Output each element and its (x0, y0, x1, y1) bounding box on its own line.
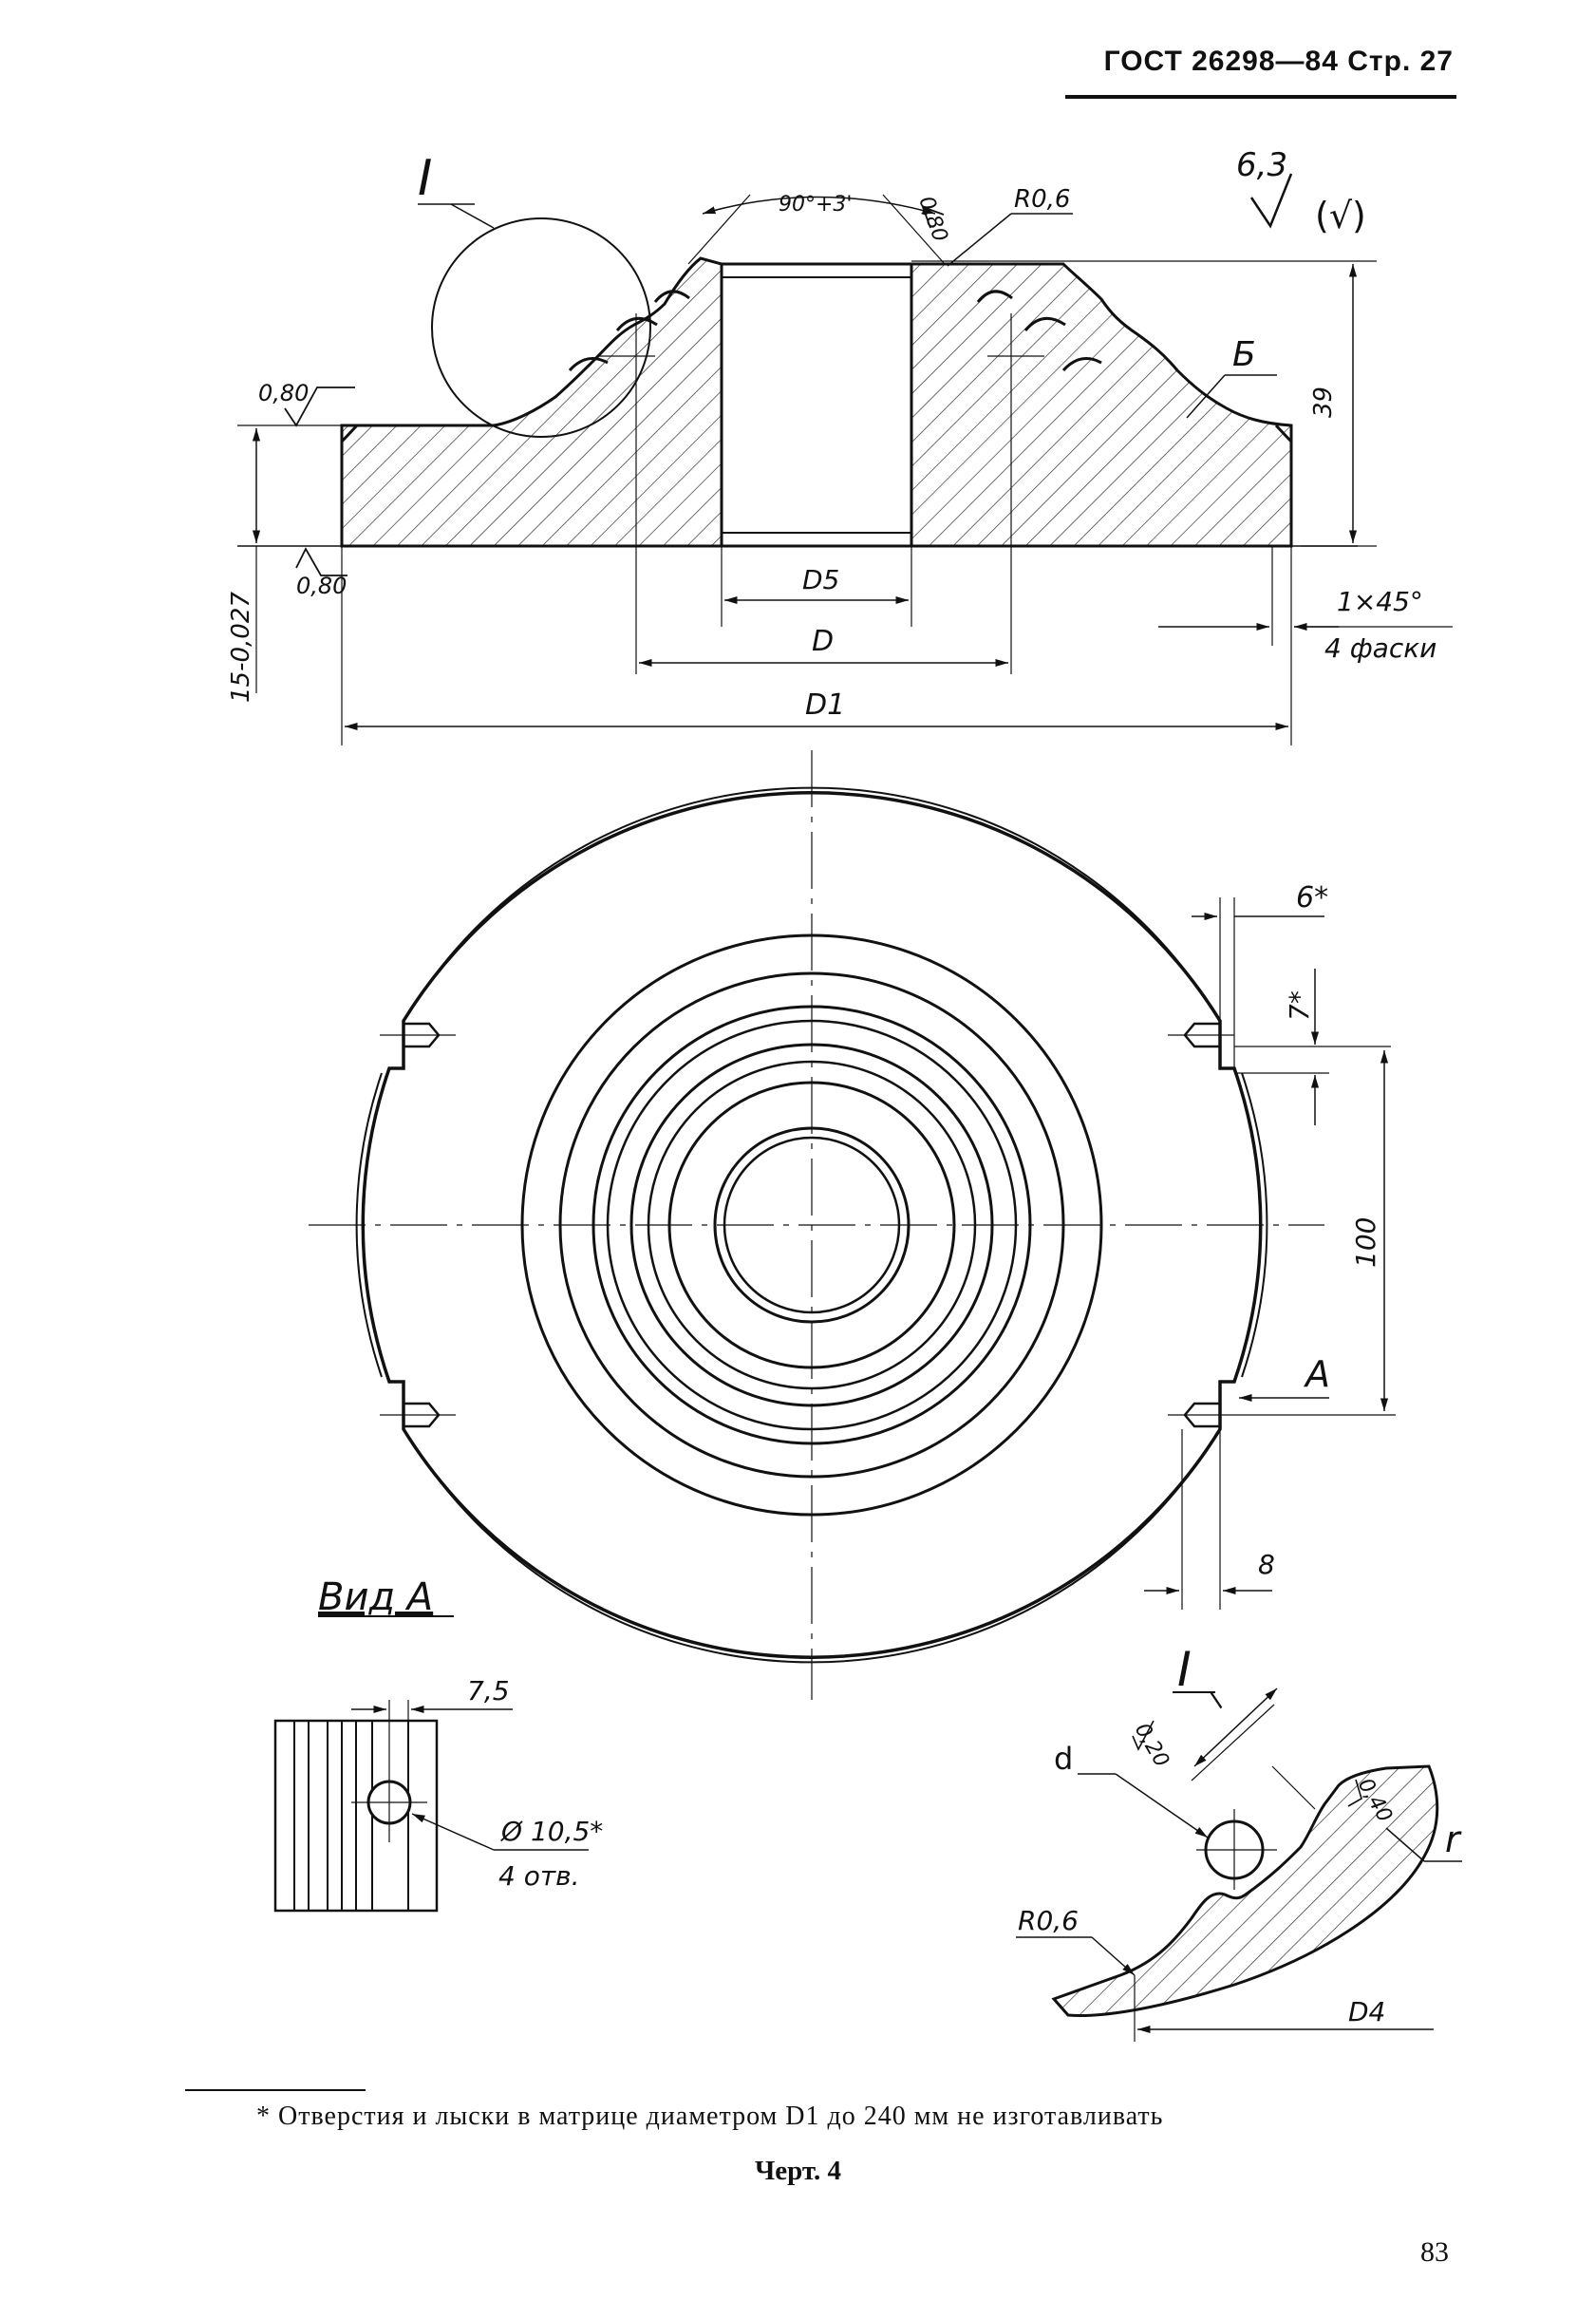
d-label: D (812, 625, 834, 658)
detail-circle (431, 217, 651, 438)
page-label: Стр. 27 (1347, 46, 1454, 77)
hole-count-label: 4 отв. (498, 1860, 580, 1892)
section-body-right (910, 262, 1293, 548)
center-bore (720, 262, 913, 548)
detail-body (1051, 1764, 1439, 2017)
detail-view (1016, 1687, 1462, 2042)
thickness-label: 15-0,027 (227, 592, 255, 703)
header-rule (1065, 95, 1456, 99)
chamfer-size-label: 1×45° (1337, 586, 1423, 617)
view-arrow-label: A (1303, 1353, 1330, 1395)
hole-dia-label: Ø 10,5* (500, 1816, 603, 1847)
plan-view (309, 750, 1396, 1700)
footnote: * Отверстия и лыски в матрице диаметром … (256, 2102, 1164, 2131)
detail-r-label: r (1445, 1819, 1462, 1860)
footnote-rule (185, 2089, 366, 2091)
d1-label: D1 (805, 688, 845, 722)
page-number: 83 (1420, 2236, 1449, 2268)
detail-l-label: l (1205, 1688, 1230, 1714)
flat-width-label: 6* (1296, 881, 1328, 914)
roughness-main-value: 6,3 (1236, 146, 1287, 184)
angle-label: 90°+3' (779, 193, 852, 217)
detail-mark-label: I (1177, 1642, 1192, 1697)
hole-offset-label: 7,5 (467, 1675, 510, 1706)
section-view (237, 173, 1453, 745)
technical-drawing: I 90°+3' 0,80 R0,6 6,3 (√) Б 39 0,80 0,8… (227, 146, 1462, 2042)
detail-radius-label: R0,6 (1018, 1905, 1079, 1936)
figure-caption: Черт. 4 (755, 2156, 841, 2186)
roughness-left-label: 0,80 (258, 380, 309, 406)
chamfer-count-label: 4 фаски (1324, 632, 1436, 664)
page-header: ГОСТ 26298—84 Стр. 27 (1104, 46, 1454, 78)
view-a (273, 1700, 589, 1913)
roughness-top-label: 0,80 (913, 194, 951, 246)
section-body-left (340, 256, 723, 548)
flat-depth-label: 7* (1284, 990, 1315, 1021)
offset-label: 8 (1258, 1549, 1275, 1580)
view-title: Вид А (318, 1575, 433, 1619)
surface-label: Б (1232, 335, 1256, 374)
d4-label: D4 (1348, 1996, 1385, 2027)
detail-d-label: d (1054, 1741, 1073, 1777)
roughness-bottom-label: 0,80 (296, 573, 347, 599)
radius-top-label: R0,6 (1014, 185, 1070, 214)
d5-label: D5 (802, 564, 839, 595)
roughness-main-check: (√) (1315, 195, 1366, 236)
standard-number: ГОСТ 26298—84 (1103, 46, 1339, 77)
spacing-label: 100 (1350, 1217, 1381, 1268)
height-label: 39 (1309, 386, 1338, 418)
section-mark-label: I (418, 150, 432, 207)
